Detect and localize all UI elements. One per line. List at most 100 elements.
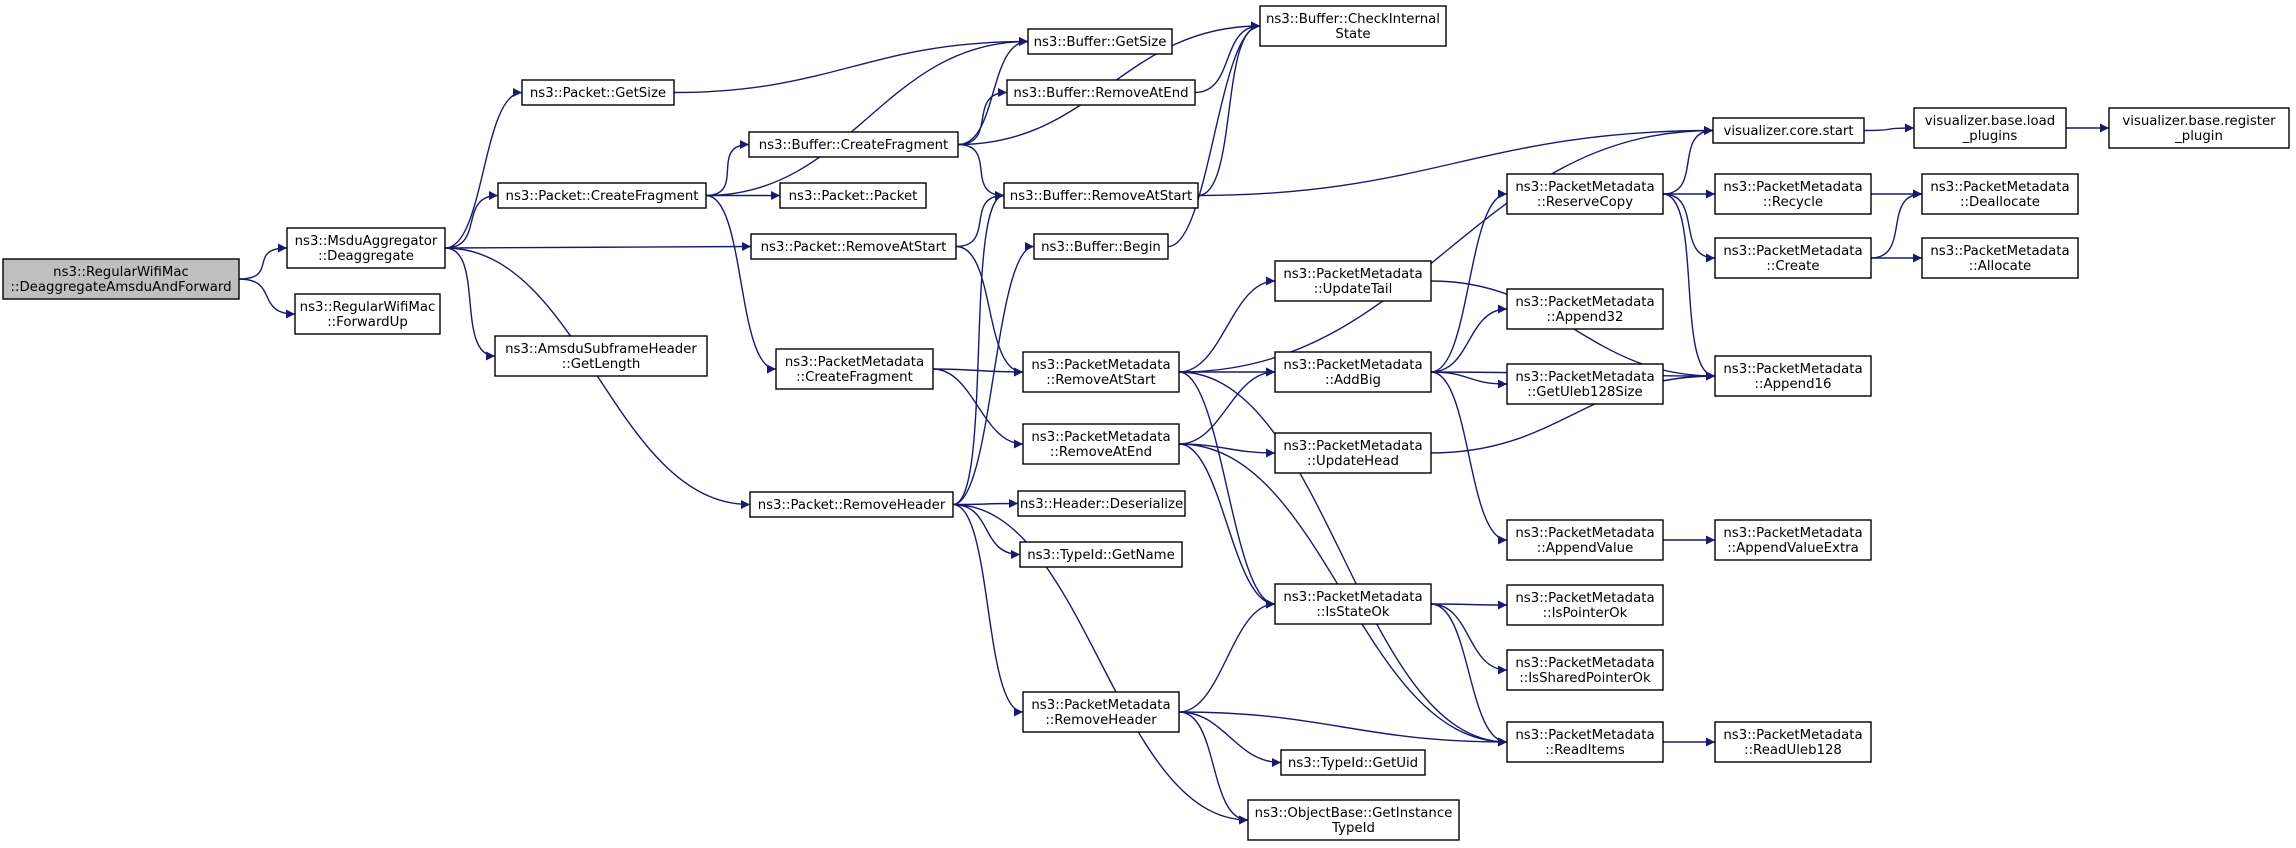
edge-n22-n31: [1430, 371, 1508, 545]
edge-n12-n20: [1194, 21, 1261, 94]
node-box: [1274, 351, 1432, 393]
edge-n9-n16: [932, 368, 1024, 449]
node-ns3-packetmetadata-readuleb128[interactable]: ns3::PacketMetadata::ReadUleb128: [1714, 721, 1872, 763]
node-label: ns3::PacketMetadata: [1031, 698, 1170, 713]
node-visualizer-base-register-plugin[interactable]: visualizer.base.register_plugin: [2108, 107, 2290, 149]
node-box: [775, 348, 934, 390]
node-ns3-packetmetadata-appendvalueextra[interactable]: ns3::PacketMetadata::AppendValueExtra: [1714, 519, 1872, 561]
node-ns3-buffer-begin[interactable]: ns3::Buffer::Begin: [1033, 233, 1169, 260]
edge-n15-n21: [1178, 276, 1276, 373]
edge-n19-n34: [1178, 711, 1508, 747]
edges-layer: [238, 21, 2109, 825]
node-label: ns3::PacketMetadata: [1283, 267, 1422, 282]
node-label: ns3::PacketMetadata: [1031, 358, 1170, 373]
node-ns3-packetmetadata-append16[interactable]: ns3::PacketMetadata::Append16: [1714, 355, 1872, 397]
node-label: ns3::Header::Deserialize: [1020, 497, 1183, 512]
node-visualizer-core-start[interactable]: visualizer.core.start: [1712, 117, 1865, 144]
node-box: [1274, 583, 1432, 625]
edge-n0-n1: [238, 243, 288, 280]
node-box: [750, 233, 957, 260]
node-label: ns3::Packet::RemoveHeader: [758, 498, 946, 513]
node-ns3-buffer-removeatstart[interactable]: ns3::Buffer::RemoveAtStart: [1003, 182, 1199, 209]
node-ns3-typeid-getname[interactable]: ns3::TypeId::GetName: [1019, 541, 1183, 568]
node-ns3-buffer-getsize[interactable]: ns3::Buffer::GetSize: [1027, 28, 1173, 55]
node-box: [1033, 233, 1169, 260]
node-label: ns3::PacketMetadata: [1515, 728, 1654, 743]
node-label: ::ForwardUp: [327, 315, 408, 330]
node-ns3-packet-removeatstart[interactable]: ns3::Packet::RemoveAtStart: [750, 233, 957, 260]
node-label: ns3::PacketMetadata: [1283, 358, 1422, 373]
edge-n27-n35: [1863, 123, 1915, 133]
node-ns3-buffer-createfragment[interactable]: ns3::Buffer::CreateFragment: [748, 131, 959, 158]
node-ns3-packet-packet[interactable]: ns3::Packet::Packet: [779, 182, 927, 209]
edge-n1-n8: [444, 242, 752, 252]
node-box: [1913, 107, 2067, 149]
edge-n19-n25: [1178, 711, 1282, 767]
node-box: [1714, 237, 1872, 279]
node-label: ns3::PacketMetadata: [1515, 180, 1654, 195]
node-label: ns3::Buffer::RemoveAtStart: [1010, 189, 1192, 204]
edge-n22-n29: [1430, 304, 1508, 373]
node-label: ns3::Packet::CreateFragment: [506, 189, 699, 204]
node-ns3-packetmetadata-allocate[interactable]: ns3::PacketMetadata::Allocate: [1921, 237, 2079, 279]
node-ns3-packetmetadata-reservecopy[interactable]: ns3::PacketMetadata::ReserveCopy: [1506, 173, 1664, 215]
node-ns3-packetmetadata-deallocate[interactable]: ns3::PacketMetadata::Deallocate: [1921, 173, 2079, 215]
node-ns3-packetmetadata-createfragment[interactable]: ns3::PacketMetadata::CreateFragment: [775, 348, 934, 390]
node-label: ::RemoveAtEnd: [1050, 445, 1152, 460]
node-box: [1280, 749, 1426, 776]
node-box: [1247, 799, 1460, 841]
node-ns3-packetmetadata-addbig[interactable]: ns3::PacketMetadata::AddBig: [1274, 351, 1432, 393]
node-ns3-packetmetadata-getuleb128size[interactable]: ns3::PacketMetadata::GetUleb128Size: [1506, 363, 1664, 405]
node-ns3-packetmetadata-appendvalue[interactable]: ns3::PacketMetadata::AppendValue: [1506, 519, 1664, 561]
node-ns3-packetmetadata-removeatstart[interactable]: ns3::PacketMetadata::RemoveAtStart: [1022, 351, 1180, 393]
node-label: ::GetUleb128Size: [1527, 385, 1642, 400]
node-box: [1274, 260, 1432, 302]
node-ns3-amsdusubframeheader-getlength[interactable]: ns3::AmsduSubframeHeader::GetLength: [494, 335, 708, 377]
node-ns3-header-deserialize[interactable]: ns3::Header::Deserialize: [1017, 490, 1186, 517]
node-box: [1506, 519, 1664, 561]
node-ns3-packetmetadata-removeatend[interactable]: ns3::PacketMetadata::RemoveAtEnd: [1022, 423, 1180, 465]
node-label: ::UpdateTail: [1314, 282, 1393, 297]
node-label: ns3::MsduAggregator: [295, 234, 438, 249]
node-label: ::DeaggregateAmsduAndForward: [10, 280, 231, 295]
node-ns3-buffer-removeatend[interactable]: ns3::Buffer::RemoveAtEnd: [1006, 79, 1196, 106]
node-ns3-regularwifimac-forwardup[interactable]: ns3::RegularWifiMac::ForwardUp: [294, 293, 441, 335]
node-ns3-packetmetadata-updatetail[interactable]: ns3::PacketMetadata::UpdateTail: [1274, 260, 1432, 302]
node-box: [497, 182, 707, 209]
node-ns3-typeid-getuid[interactable]: ns3::TypeId::GetUid: [1280, 749, 1426, 776]
node-label: ::ReadUleb128: [1744, 743, 1842, 758]
edge-n10-n17: [952, 499, 1019, 509]
node-label: ns3::Buffer::CheckInternal: [1266, 12, 1440, 27]
node-label: ::UpdateHead: [1307, 454, 1399, 469]
node-label: ns3::PacketMetadata: [1723, 180, 1862, 195]
node-box: [1506, 649, 1664, 691]
node-ns3-packetmetadata-ispointerok[interactable]: ns3::PacketMetadata::IsPointerOk: [1506, 584, 1664, 626]
edge-n24-n32: [1430, 600, 1508, 610]
edge-n24-n33: [1430, 603, 1508, 675]
node-visualizer-base-load-plugins[interactable]: visualizer.base.load_plugins: [1913, 107, 2067, 149]
node-ns3-packet-getsize[interactable]: ns3::Packet::GetSize: [521, 79, 675, 106]
node-label: ns3::PacketMetadata: [1723, 244, 1862, 259]
node-ns3-packetmetadata-updatehead[interactable]: ns3::PacketMetadata::UpdateHead: [1274, 432, 1432, 474]
node-ns3-packetmetadata-recycle[interactable]: ns3::PacketMetadata::Recycle: [1714, 173, 1872, 215]
node-label: ns3::TypeId::GetName: [1027, 548, 1175, 563]
edge-n13-n27: [1197, 126, 1714, 197]
node-box: [294, 293, 441, 335]
edge-n37-n42: [1870, 189, 1923, 259]
node-box: [1003, 182, 1199, 209]
node-ns3-packetmetadata-create[interactable]: ns3::PacketMetadata::Create: [1714, 237, 1872, 279]
node-ns3-packetmetadata-readitems[interactable]: ns3::PacketMetadata::ReadItems: [1506, 721, 1664, 763]
edge-n15-n24: [1178, 371, 1276, 609]
node-ns3-packetmetadata-isstateok[interactable]: ns3::PacketMetadata::IsStateOk: [1274, 583, 1432, 625]
node-box: [521, 79, 675, 106]
node-ns3-packet-createfragment[interactable]: ns3::Packet::CreateFragment: [497, 182, 707, 209]
node-ns3-packetmetadata-issharedpointerok[interactable]: ns3::PacketMetadata::IsSharedPointerOk: [1506, 649, 1664, 691]
node-ns3-packetmetadata-append32[interactable]: ns3::PacketMetadata::Append32: [1506, 288, 1664, 330]
node-ns3-packet-removeheader[interactable]: ns3::Packet::RemoveHeader: [749, 491, 954, 518]
node-ns3-regularwifimac-deaggregateamsduandforward[interactable]: ns3::RegularWifiMac::DeaggregateAmsduAnd…: [2, 258, 240, 300]
node-ns3-msduaggregator-deaggregate[interactable]: ns3::MsduAggregator::Deaggregate: [286, 227, 446, 269]
node-ns3-packetmetadata-removeheader[interactable]: ns3::PacketMetadata::RemoveHeader: [1022, 691, 1180, 733]
